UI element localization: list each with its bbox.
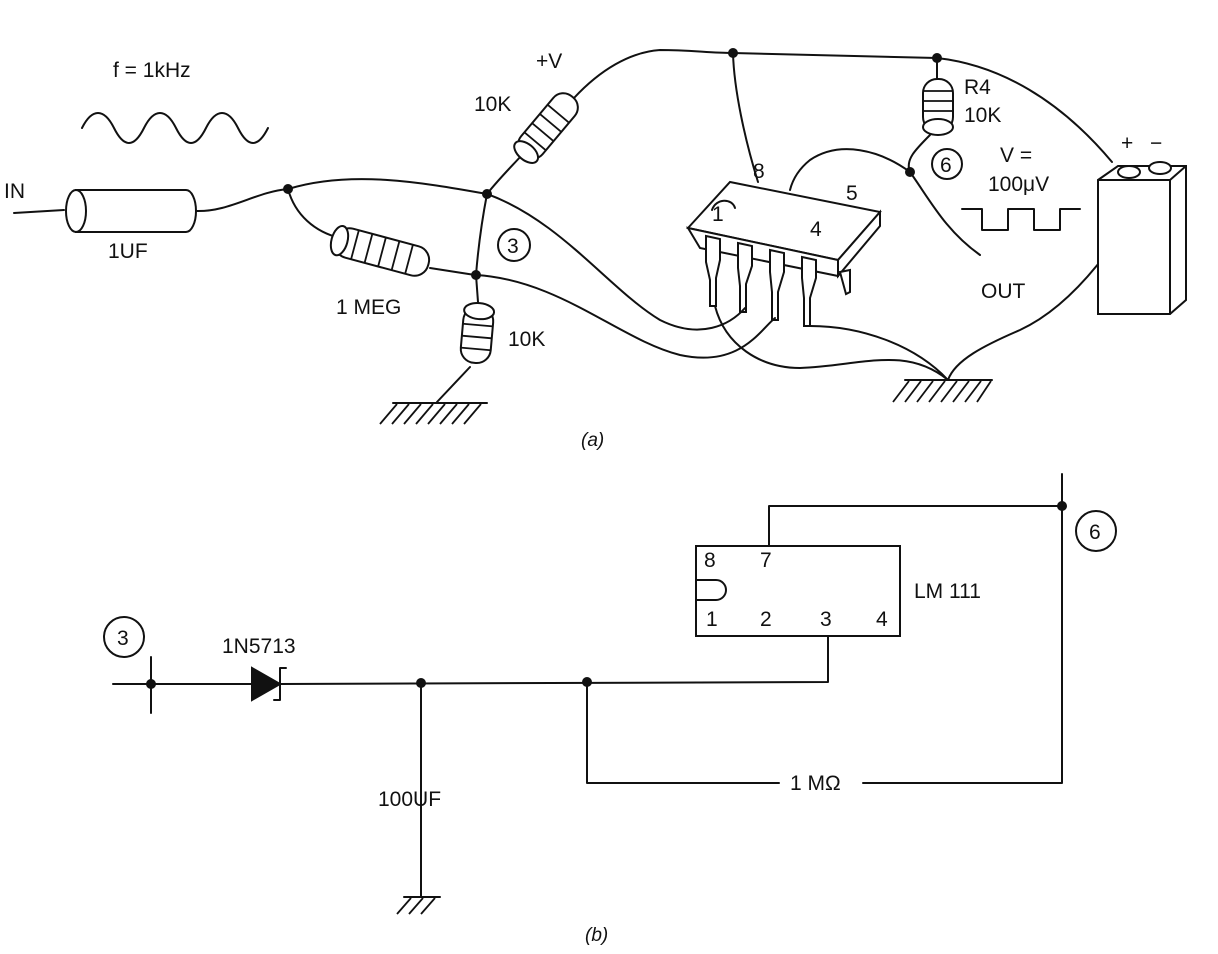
cap-label-b: 100UF	[378, 788, 441, 811]
supply-wire	[573, 49, 938, 99]
res-label-b: 1 MΩ	[790, 772, 841, 795]
square-wave-symbol	[961, 208, 1081, 231]
r4-label: R4	[964, 76, 991, 99]
resistor-1meg-label: 1 MEG	[336, 296, 401, 319]
caption-b: (b)	[585, 925, 608, 946]
ic-pin7: 7	[760, 549, 772, 572]
wire-node3-bottom	[475, 193, 488, 276]
ic-notch	[695, 579, 727, 601]
ic-lm111-box	[695, 545, 901, 637]
resistor-1meg	[329, 224, 431, 277]
input-capacitor	[65, 189, 197, 233]
node-6-circle	[931, 148, 963, 180]
node-3-circle-b	[103, 616, 145, 658]
node-3-label: 3	[507, 235, 519, 258]
feedback-wire-right	[862, 473, 1063, 784]
wire-cap-node	[195, 188, 289, 213]
node-6-label: 6	[940, 154, 952, 177]
resistor-10k-bottom-label: 10K	[508, 328, 545, 351]
ic-label: LM 111	[914, 580, 981, 603]
wire-supply-battery	[936, 57, 1113, 163]
battery-minus-label: −	[1150, 132, 1162, 155]
pin-1-label: 1	[712, 203, 724, 226]
pin7-wire	[768, 505, 1063, 547]
node-3-circle	[497, 228, 531, 262]
wire-pin-ground-2	[805, 324, 949, 381]
pin-8-label: 8	[753, 160, 765, 183]
ic-pin2: 2	[760, 608, 772, 631]
node-3-label-b: 3	[117, 627, 129, 650]
wire-res-ground-left	[436, 366, 471, 403]
pin-4-label: 4	[810, 218, 822, 241]
ground-symbol-b	[396, 896, 441, 915]
ic-pin8: 8	[704, 549, 716, 572]
caption-a: (a)	[581, 430, 604, 451]
wire-supply-pin8	[732, 52, 759, 183]
resistor-10k-bottom	[459, 302, 496, 365]
voltage-value: 100μV	[988, 173, 1049, 196]
wire-to-1meg	[287, 188, 341, 239]
wire-node6-ic	[789, 148, 911, 191]
resistor-10k-top-label: 10K	[474, 93, 511, 116]
diode-label: 1N5713	[222, 635, 296, 658]
node-6-circle-b	[1075, 510, 1117, 552]
wire-pin-ground-1	[714, 305, 949, 381]
battery-plus-label: +	[1121, 132, 1133, 155]
input-capacitor-label: 1UF	[108, 240, 148, 263]
wire-top-node3	[287, 178, 488, 195]
wire-bottom-pin	[475, 274, 776, 359]
ground-symbol-left	[379, 402, 488, 425]
node-6-label-b: 6	[1089, 521, 1101, 544]
wire-r4-node6	[907, 134, 931, 173]
input-label: IN	[4, 180, 25, 203]
input-wire	[13, 209, 65, 214]
ic-package-a	[685, 180, 882, 327]
wire-1meg-bottom	[429, 267, 476, 276]
wire-node3-res-top	[486, 154, 523, 195]
diagram-b: 3 1N5713 100UF 1 MΩ 6 8	[103, 473, 1117, 946]
ic-pin3: 3	[820, 608, 832, 631]
ground-symbol-right	[892, 379, 993, 403]
output-wire	[909, 171, 981, 256]
wire-bottom-res	[475, 274, 479, 303]
battery	[1097, 161, 1187, 315]
ic-pin1: 1	[706, 608, 718, 631]
feedback-wire-left	[586, 681, 780, 784]
ic-pin4: 4	[876, 608, 888, 631]
diagram-a: f = 1kHz IN 1UF 1 MEG	[4, 48, 1187, 451]
r4-value-label: 10K	[964, 104, 1001, 127]
pin-5-label: 5	[846, 182, 858, 205]
resistor-10k-top	[513, 92, 579, 164]
main-line-right	[279, 635, 829, 685]
resistor-r4	[922, 78, 954, 136]
voltage-label: V =	[1000, 144, 1032, 167]
sine-wave-symbol	[81, 112, 269, 144]
out-label: OUT	[981, 280, 1026, 303]
supply-label: +V	[536, 50, 562, 73]
frequency-label: f = 1kHz	[113, 59, 191, 82]
